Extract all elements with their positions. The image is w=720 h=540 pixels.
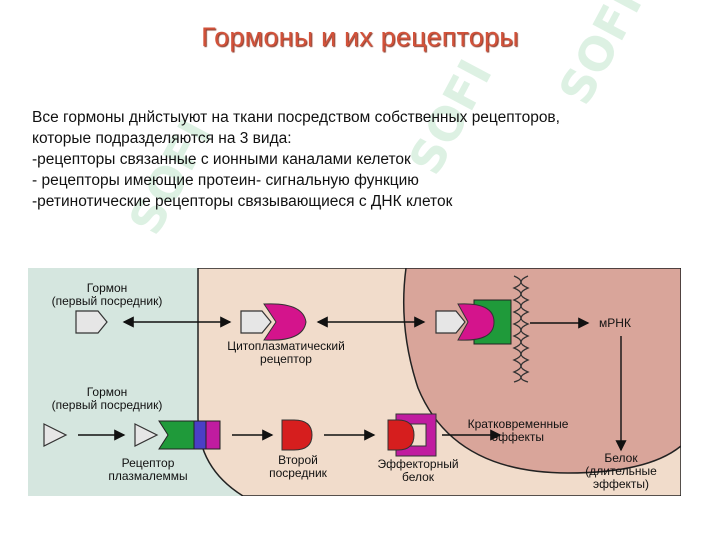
mrna-label: мРНК — [599, 316, 631, 330]
hormone-in-receptor — [240, 310, 272, 334]
second-messenger-label: Второй посредник — [269, 453, 327, 480]
intro-line: - рецепторы имеющие протеин- сигнальную … — [32, 172, 419, 189]
short-effects-label: Кратковременные эффекты — [467, 417, 569, 444]
intro-line: Все гормоны днйстыуют на ткани посредств… — [32, 109, 560, 126]
effector-protein-shape — [387, 413, 437, 457]
intro-line: которые подразделяются на 3 вида: — [32, 130, 292, 147]
effector-protein-label: Эффекторный белок — [377, 457, 459, 484]
hormone-receptor-diagram: Гормон (первый посредник) Цитоплазматиче… — [28, 268, 681, 496]
cytoplasmic-receptor-label: Цитоплазматический рецептор — [227, 339, 345, 366]
hormone-label-bottom: Гормон (первый посредник) — [51, 385, 163, 412]
watermark-logo: SOFI — [548, 0, 653, 113]
membrane-receptor-label: Рецептор плазмалеммы — [108, 456, 188, 483]
hormone-at-membrane — [134, 423, 159, 447]
nuclear-receptor-shape — [457, 303, 495, 341]
intro-line: -ретинотические рецепторы связывающиеся … — [32, 193, 453, 210]
hormone-in-nucleus — [435, 310, 466, 334]
hormone-shape-top — [75, 310, 108, 334]
hormone-shape-bottom — [43, 423, 68, 447]
intro-line: -рецепторы связанные с ионными каналами … — [32, 151, 411, 168]
cytoplasmic-receptor-shape — [263, 303, 307, 341]
hormone-label-top: Гормон (первый посредник) — [51, 281, 163, 308]
protein-label: Белок (длительные эффекты) — [585, 451, 657, 491]
second-messenger-shape — [281, 419, 313, 451]
page-title: Гормоны и их рецепторы — [201, 22, 519, 52]
membrane-receptor-shape — [158, 420, 221, 450]
intro-text: Все гормоны днйстыуют на ткани посредств… — [32, 107, 702, 212]
